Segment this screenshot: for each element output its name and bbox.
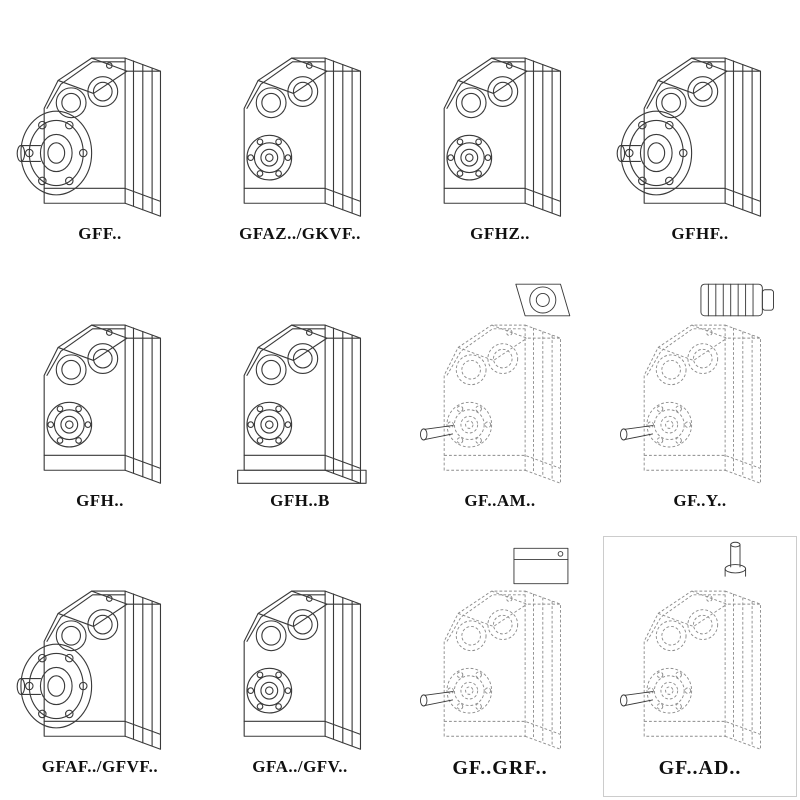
model-label: GFH..B (270, 490, 330, 510)
gearbox-drawing (16, 590, 162, 751)
catalog-cell: GFHF.. (600, 0, 800, 267)
catalog-cell: GFAF../GFVF.. (0, 533, 200, 800)
output-hub (446, 134, 493, 181)
gearbox-drawing (419, 283, 571, 484)
output-hub (246, 401, 293, 448)
model-label: GFHF.. (671, 224, 729, 243)
model-label: GF..Y.. (673, 490, 727, 510)
output-flange (16, 110, 93, 196)
gearbox-drawing (237, 324, 367, 484)
output-shaft (419, 424, 454, 441)
output-hub (246, 134, 293, 181)
gearbox-drawing (419, 548, 569, 751)
input-flange (515, 283, 571, 316)
output-flange (616, 110, 693, 196)
model-label: GF..AM.. (464, 490, 536, 510)
base-plate (237, 469, 367, 484)
gearbox-drawing (616, 57, 762, 217)
gearbox-drawing (619, 283, 774, 484)
output-hub (246, 668, 293, 714)
model-label: GFHZ.. (470, 224, 530, 243)
model-label: GF..AD.. (658, 757, 742, 780)
output-hub (446, 668, 493, 714)
gearbox-drawing (43, 324, 162, 484)
output-hub (446, 401, 493, 448)
housing-outline (443, 324, 561, 484)
catalog-cell: GFH..B (200, 267, 400, 534)
catalog-cell: GFHZ.. (400, 0, 600, 267)
output-hub (646, 668, 693, 714)
gearbox-drawing (443, 57, 562, 217)
model-label: GFF.. (78, 224, 122, 243)
cover-box (513, 548, 569, 585)
catalog-cell: GF..AD.. (600, 533, 800, 800)
model-label: GFA../GFV.. (252, 757, 348, 777)
gearbox-drawing (243, 590, 362, 751)
input-shaft-adapter (724, 542, 747, 578)
catalog-cell: GFH.. (0, 267, 200, 534)
catalog-cell: GF..AM.. (400, 267, 600, 534)
model-label: GFAF../GFVF.. (41, 757, 159, 777)
gear-cover-circles (455, 609, 519, 652)
output-shaft (619, 424, 654, 441)
model-label: GFH.. (76, 490, 124, 510)
catalog-cell: GF..GRF.. (400, 533, 600, 800)
catalog-cell: GFF.. (0, 0, 200, 267)
housing-outline (443, 590, 561, 751)
housing-outline (643, 590, 761, 751)
catalog-cell: GFAZ../GKVF.. (200, 0, 400, 267)
gearbox-drawing (619, 542, 761, 751)
gear-cover-circles (655, 609, 719, 652)
output-shaft (419, 691, 454, 707)
model-label: GF..GRF.. (452, 757, 548, 780)
electric-motor (700, 283, 774, 316)
gearbox-drawing (243, 57, 362, 217)
output-hub (646, 401, 693, 448)
gear-cover-circles (455, 342, 519, 385)
gear-cover-circles (655, 342, 719, 385)
output-shaft (619, 691, 654, 707)
catalog-cell: GFA../GFV.. (200, 533, 400, 800)
gearbox-drawing (16, 57, 162, 217)
output-flange (16, 643, 93, 729)
output-hub (46, 401, 93, 448)
model-label: GFAZ../GKVF.. (239, 224, 361, 243)
housing-outline (643, 324, 761, 484)
catalog-cell: GF..Y.. (600, 267, 800, 534)
